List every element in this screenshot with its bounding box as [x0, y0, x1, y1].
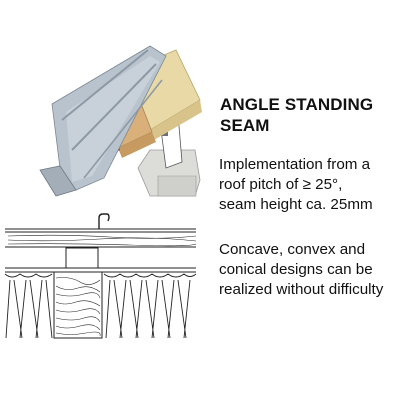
roof-buildup-3d	[39, 45, 202, 197]
insulation-side	[150, 100, 202, 140]
description-line: seam height ca. 25mm	[219, 196, 373, 213]
heading-line-2: SEAM	[220, 116, 270, 135]
concrete-block-top	[157, 175, 197, 197]
standing-seam-3	[83, 79, 163, 179]
description-paragraph-2: Concave, convex and conical designs can …	[219, 240, 399, 300]
description-paragraph-1: Implementation from a roof pitch of ≥ 25…	[219, 155, 399, 215]
description-line: conical designs can be	[219, 261, 373, 278]
metal-sheet-shade	[66, 56, 160, 182]
seam-fold	[98, 213, 110, 229]
timber-edge	[118, 132, 156, 158]
insulation-loops	[4, 273, 197, 339]
cross-section	[4, 213, 197, 339]
description-line: roof pitch of ≥ 25°,	[219, 176, 343, 193]
rafter-grain	[55, 277, 101, 337]
heading: ANGLE STANDING SEAM	[220, 94, 395, 136]
eaves-edge	[39, 165, 77, 197]
heading-line-1: ANGLE STANDING	[220, 95, 374, 114]
timber-rafter	[53, 271, 103, 339]
description-line: realized without difficulty	[219, 281, 384, 298]
standing-seam-1	[61, 49, 149, 121]
description-line: Concave, convex and	[219, 241, 366, 258]
description-line: Implementation from a	[219, 156, 371, 173]
standing-seam-2	[71, 63, 157, 151]
